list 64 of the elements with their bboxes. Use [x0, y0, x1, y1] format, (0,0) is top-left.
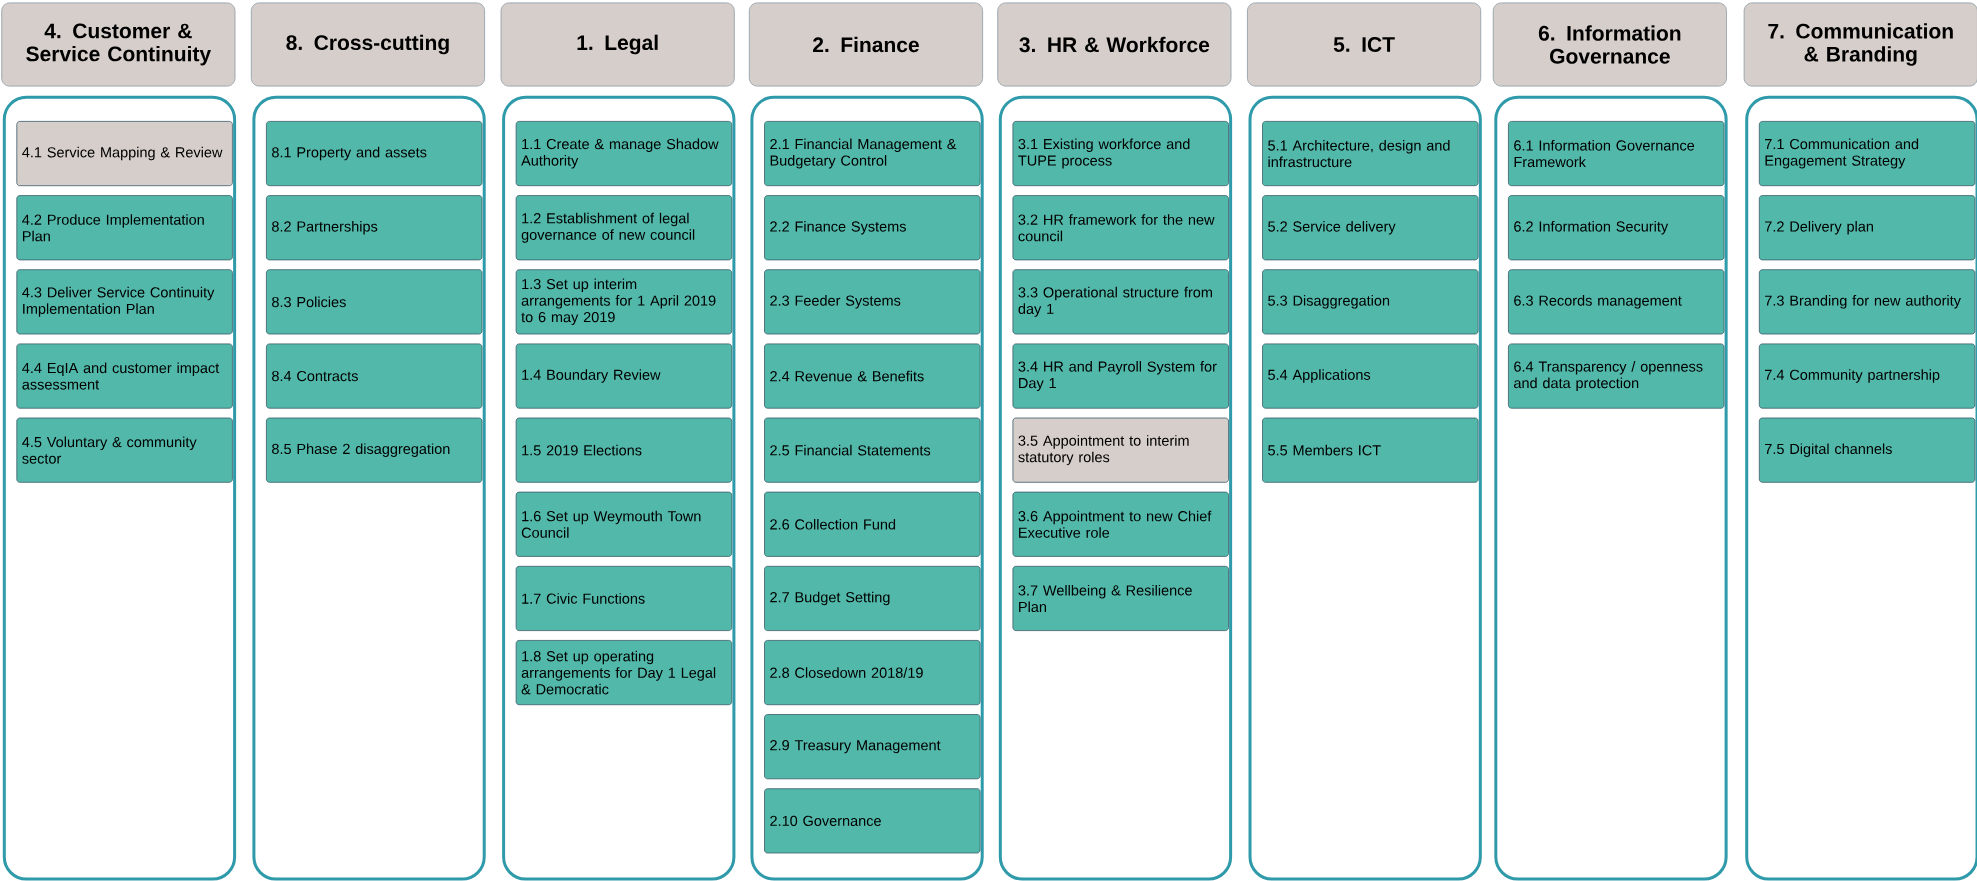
task-box: 1.1 Create & manage Shadow Authority — [515, 121, 733, 187]
task-box: 6.2 Information Security — [1508, 195, 1725, 261]
task-box: 2.10 Governance — [764, 788, 981, 854]
task-box: 8.5 Phase 2 disaggregation — [266, 417, 483, 483]
task-box: 4.5 Voluntary & community sector — [16, 417, 233, 483]
column-header: 6. Information Governance — [1492, 2, 1727, 87]
task-box: 4.4 EqIA and customer impact assessment — [16, 343, 233, 409]
task-box: 8.3 Policies — [266, 269, 483, 335]
task-box: 2.3 Feeder Systems — [764, 269, 981, 335]
task-box: 2.2 Finance Systems — [764, 195, 981, 261]
task-box: 1.7 Civic Functions — [515, 565, 733, 631]
task-box: 3.1 Existing workforce and TUPE process — [1012, 121, 1229, 187]
task-box: 5.3 Disaggregation — [1262, 269, 1479, 335]
task-box: 5.1 Architecture, design and infrastructure — [1262, 121, 1479, 187]
task-box: 6.3 Records management — [1508, 269, 1725, 335]
column-frame — [998, 95, 1233, 881]
task-box: 7.4 Community partnership — [1758, 343, 1976, 409]
task-box: 8.4 Contracts — [266, 343, 483, 409]
task-box: 7.1 Communication and Engagement Strategy — [1758, 121, 1976, 187]
column-header: 5. ICT — [1247, 2, 1482, 87]
task-box: 7.2 Delivery plan — [1758, 195, 1976, 261]
column-frame — [502, 95, 736, 881]
task-box: 2.8 Closedown 2018/19 — [764, 640, 981, 706]
column-header: 1. Legal — [500, 2, 735, 87]
task-box: 5.2 Service delivery — [1262, 195, 1479, 261]
task-box: 1.5 2019 Elections — [515, 417, 733, 483]
task-box: 2.6 Collection Fund — [764, 491, 981, 557]
task-box: 3.6 Appointment to new Chief Executive role — [1012, 491, 1229, 557]
task-box: 6.1 Information Governance Framework — [1508, 121, 1725, 187]
task-box: 8.1 Property and assets — [266, 121, 483, 187]
task-box: 3.2 HR framework for the new council — [1012, 195, 1229, 261]
task-box: 3.5 Appointment to interim statutory roles — [1012, 417, 1229, 483]
task-box: 1.6 Set up Weymouth Town Council — [515, 491, 733, 557]
task-box: 2.5 Financial Statements — [764, 417, 981, 483]
column-frame — [1248, 95, 1482, 881]
column-header: 8. Cross-cutting — [250, 2, 485, 87]
task-box: 2.4 Revenue & Benefits — [764, 343, 981, 409]
column-header: 7. Communication & Branding — [1743, 2, 1977, 87]
task-box: 7.5 Digital channels — [1758, 417, 1976, 483]
column-header: 4. Customer & Service Continuity — [1, 2, 236, 87]
task-box: 2.1 Financial Management & Budgetary Control — [764, 121, 981, 187]
task-box: 2.9 Treasury Management — [764, 714, 981, 780]
task-box: 7.3 Branding for new authority — [1758, 269, 1976, 335]
task-box: 1.4 Boundary Review — [515, 343, 733, 409]
task-box: 4.2 Produce Implementation Plan — [16, 195, 233, 261]
task-box: 1.3 Set up interim arrangements for 1 April 2019 to 6 may 2019 — [515, 269, 733, 335]
column-header: 3. HR & Workforce — [997, 2, 1232, 87]
column-frame — [1494, 95, 1728, 881]
task-box: 5.4 Applications — [1262, 343, 1479, 409]
task-box: 4.3 Deliver Service Continuity Implementation Plan — [16, 269, 233, 335]
column-frame — [2, 95, 237, 881]
task-box: 4.1 Service Mapping & Review — [16, 121, 233, 187]
task-box: 5.5 Members ICT — [1262, 417, 1479, 483]
task-box: 1.2 Establishment of legal governance of new council — [515, 195, 733, 261]
column-frame — [750, 95, 984, 881]
column-header: 2. Finance — [748, 2, 983, 87]
task-box: 2.7 Budget Setting — [764, 565, 981, 631]
column-frame — [252, 95, 486, 881]
task-box: 1.8 Set up operating arrangements for Day 1 Legal & Democratic — [515, 640, 733, 706]
task-box: 3.7 Wellbeing & Resilience Plan — [1012, 565, 1229, 631]
task-box: 3.4 HR and Payroll System for Day 1 — [1012, 343, 1229, 409]
task-box: 6.4 Transparency / openness and data protection — [1508, 343, 1725, 409]
task-box: 3.3 Operational structure from day 1 — [1012, 269, 1229, 335]
task-box: 8.2 Partnerships — [266, 195, 483, 261]
